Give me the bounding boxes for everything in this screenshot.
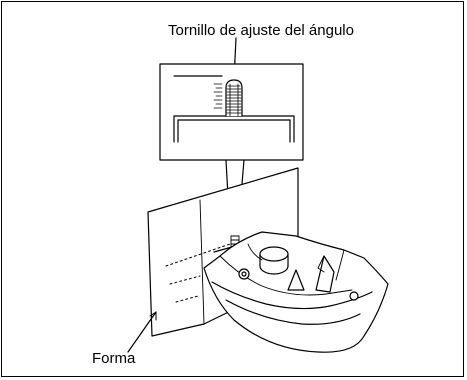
form-label: Forma [92,350,136,367]
angle-screw-magnified [225,79,243,117]
machine-body [203,231,389,353]
adjust-screw-label: Tornillo de ajuste del ángulo [168,22,354,39]
scale-ticks [213,83,223,109]
form-leader-line [127,311,157,353]
